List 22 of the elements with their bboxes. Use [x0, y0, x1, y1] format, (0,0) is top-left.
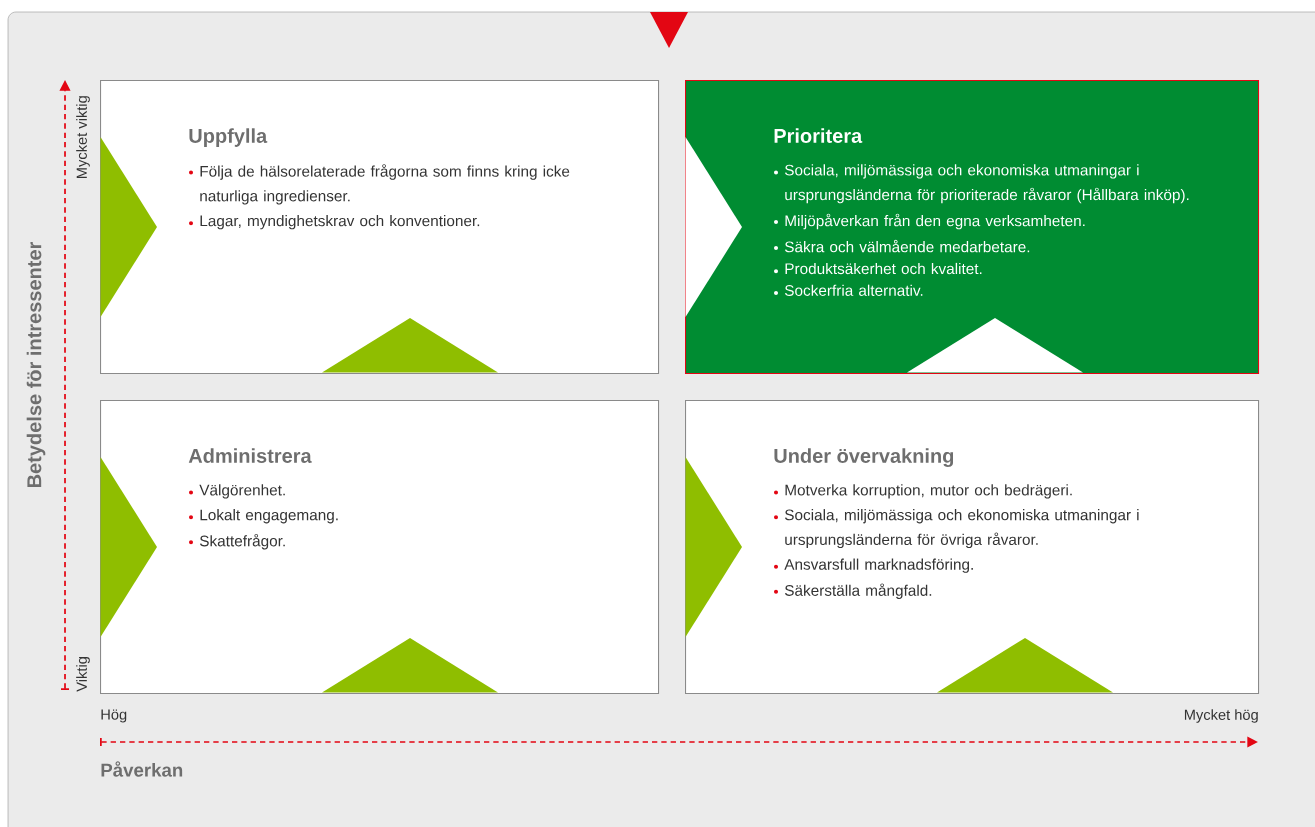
quadrant-heading: Under övervakning	[774, 448, 954, 467]
bullet-item: Sockerfria alternativ.	[774, 284, 923, 296]
bullet-item: Välgörenhet.	[189, 484, 285, 499]
quadrant-heading: Administrera	[188, 448, 312, 463]
bullet-item: Sociala, miljömässiga och ekonomiska utmaningar i ursprungsländerna för prioriterade råvaror (Hållbara inköp).	[774, 164, 1189, 204]
bullet-item: Lagar, myndighetskrav och konventioner.	[189, 215, 480, 230]
axis-tick-label: Hög	[101, 709, 127, 723]
quadrant-heading: Prioritera	[774, 128, 863, 143]
bullet-item: Lokalt engagemang.	[189, 509, 338, 524]
bullet-item: Motverka korruption, mutor och bedrägeri.	[774, 484, 1072, 499]
bullet-item: Skattefrågor.	[189, 533, 285, 550]
bullet-item: Miljöpåverkan från den egna verksamheten.	[774, 213, 1085, 230]
bullet-item: Ansvarsfull marknadsföring.	[774, 558, 973, 573]
bullet-item: Sociala, miljömässiga och ekonomiska utmaningar i ursprungsländerna för övriga råvaror.	[774, 509, 1139, 549]
bullet-item: Säkerställa mångfald.	[774, 583, 932, 599]
axis-title: Påverkan	[101, 761, 183, 777]
bullet-item: Följa de hälsorelaterade frågorna som finns kring icke naturliga ingredienser.	[189, 164, 570, 205]
quadrant-heading: Uppfylla	[189, 128, 268, 147]
bullet-item: Produktsäkerhet och kvalitet.	[774, 262, 982, 275]
axis-tick-label: Mycket hög	[1184, 709, 1258, 723]
bullet-item: Säkra och välmående medarbetare.	[774, 239, 1030, 253]
axis-title: Betydelse för intressenter	[26, 241, 46, 488]
